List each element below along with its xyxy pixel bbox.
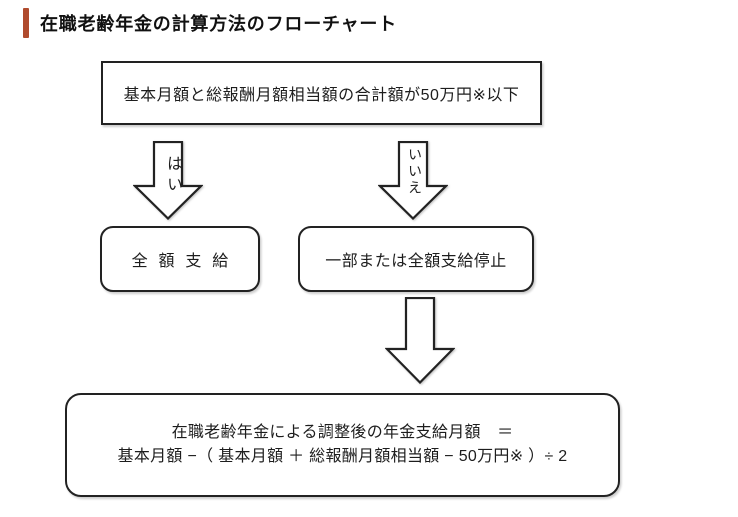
formula-box: 在職老齢年金による調整後の年金支給月額 ＝ 基本月額 −（ 基本月額 ＋ 総報酬…	[65, 393, 620, 497]
arrow-down-yes-icon	[133, 141, 203, 220]
suspension-box: 一部または全額支給停止	[298, 226, 534, 292]
formula-line1: 在職老齢年金による調整後の年金支給月額 ＝	[171, 424, 514, 441]
arrow-down-icon	[385, 297, 455, 384]
arrow-down-no-icon	[378, 141, 448, 220]
page-title: 在職老齢年金の計算方法のフローチャート	[40, 14, 398, 34]
branch-no-label: いいえ	[407, 147, 423, 197]
full-payment-box: 全額支給	[100, 226, 260, 292]
condition-text: 基本月額と総報酬月額相当額の合計額が50万円※以下	[123, 87, 520, 104]
condition-box: 基本月額と総報酬月額相当額の合計額が50万円※以下	[101, 61, 542, 125]
title-accent-bar	[23, 8, 29, 38]
page-header: 在職老齢年金の計算方法のフローチャート	[23, 8, 397, 38]
branch-yes-label: はい	[164, 155, 181, 197]
suspension-text: 一部または全額支給停止	[325, 253, 507, 270]
full-payment-text: 全額支給	[131, 253, 240, 270]
formula-line2: 基本月額 −（ 基本月額 ＋ 総報酬月額相当額 − 50万円※ ）÷ 2	[117, 448, 568, 465]
